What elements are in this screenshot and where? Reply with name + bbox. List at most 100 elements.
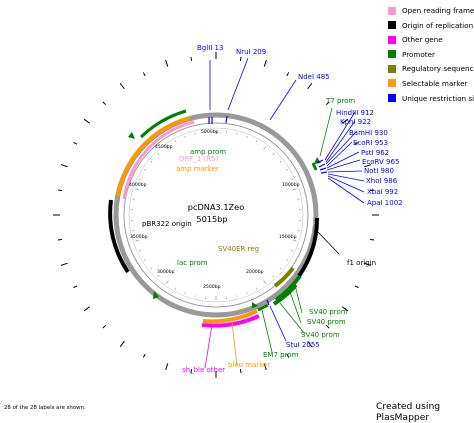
inner-tick bbox=[291, 179, 293, 180]
feature-label-sv40-prom-1: SV40 prom bbox=[309, 308, 348, 316]
inner-tick bbox=[280, 161, 282, 162]
inner-tick bbox=[151, 161, 153, 162]
legend-item: Selectable marker bbox=[388, 77, 472, 90]
feature-label-bleo-marker: bleo marker bbox=[228, 361, 270, 369]
inner-tick bbox=[166, 281, 168, 284]
inner-tick bbox=[264, 146, 266, 149]
site-label-ndei: NdeI 485 bbox=[298, 73, 330, 81]
feature-label-sv40er-reg: SV40ER reg bbox=[218, 245, 259, 253]
inner-tick bbox=[293, 189, 297, 190]
feature-label-sh-ble-other: sh_ble other bbox=[182, 366, 225, 374]
legend-item: Regulatory sequence bbox=[388, 62, 472, 75]
legend-item: Open reading frame bbox=[388, 4, 472, 17]
feature-label-f1-origin: f1 origin bbox=[347, 259, 376, 267]
legend-label: Selectable marker bbox=[402, 79, 468, 88]
inner-tick bbox=[144, 259, 146, 260]
outer-tick bbox=[84, 119, 90, 123]
legend-label: Other gene bbox=[402, 35, 443, 44]
amp-prom-arrow bbox=[128, 132, 135, 139]
legend: Open reading frame Origin of replication… bbox=[388, 4, 472, 106]
site-label-xhoi: XhoI 986 bbox=[366, 177, 398, 185]
site-label-xbai: XbaI 992 bbox=[367, 188, 398, 196]
outer-tick bbox=[264, 60, 266, 67]
inner-tick bbox=[158, 276, 159, 277]
outer-tick bbox=[143, 72, 145, 76]
inner-tick bbox=[286, 259, 288, 260]
outer-tick bbox=[166, 363, 168, 370]
inner-tick bbox=[139, 250, 141, 251]
feature-label-em7-prom: EM7 prom bbox=[263, 351, 299, 359]
sv40-prom-arc-1 bbox=[276, 276, 300, 300]
site-label-nrui: NruI 209 bbox=[236, 48, 266, 56]
pos-label-4500: 4500bp bbox=[155, 144, 173, 150]
inner-tick bbox=[185, 136, 186, 138]
inner-tick bbox=[144, 169, 146, 170]
outer-tick bbox=[370, 239, 374, 240]
inner-tick bbox=[135, 240, 139, 241]
site-label-kpni: KpnI 922 bbox=[340, 118, 371, 126]
outer-tick bbox=[240, 369, 241, 373]
inner-tick bbox=[291, 250, 293, 251]
outer-tick bbox=[58, 190, 62, 191]
legend-swatch-origin bbox=[388, 21, 396, 29]
pos-label-5000: 5000bp bbox=[201, 129, 219, 135]
site-label-bglii: BglII 13 bbox=[197, 44, 223, 52]
legend-item: Promoter bbox=[388, 48, 472, 61]
outer-tick bbox=[58, 239, 62, 240]
outer-tick bbox=[61, 263, 68, 265]
site-label-bamhi: BamHI 930 bbox=[349, 129, 388, 137]
outer-tick bbox=[191, 57, 192, 61]
inner-tick bbox=[286, 169, 288, 170]
site-label-ecori: EcoRI 953 bbox=[353, 139, 388, 147]
inner-tick bbox=[273, 276, 274, 277]
outer-tick bbox=[120, 83, 124, 89]
legend-item: Other gene bbox=[388, 33, 472, 46]
legend-label: Origin of replication bbox=[402, 21, 473, 30]
outer-tick bbox=[73, 142, 77, 144]
t7-prom-arc bbox=[313, 163, 316, 170]
outer-tick bbox=[84, 307, 90, 311]
labels-shown-note: 28 of the 28 labels are shown. bbox=[4, 405, 86, 411]
outer-tick bbox=[240, 57, 241, 61]
pos-label-2000: 2000bp bbox=[246, 269, 264, 275]
inner-tick bbox=[135, 189, 139, 190]
feature-label-pbr322-origin: pBR322 origin bbox=[142, 220, 192, 228]
inner-tick bbox=[247, 136, 248, 138]
inner-tick bbox=[256, 288, 257, 290]
feature-label-sv40-prom-3: SV40 prom bbox=[301, 331, 340, 339]
legend-label: Unique restriction site bbox=[402, 94, 474, 103]
inner-tick bbox=[175, 288, 176, 290]
credit-text: Created using PlasMapper bbox=[376, 401, 474, 423]
inner-tick bbox=[247, 292, 248, 294]
inner-tick bbox=[280, 268, 282, 269]
inner-tick bbox=[185, 292, 186, 294]
pos-label-1000: 1000bp bbox=[282, 182, 300, 188]
legend-item: Origin of replication bbox=[388, 19, 472, 32]
inner-tick bbox=[139, 179, 141, 180]
inner-tick bbox=[158, 153, 159, 154]
legend-label: Open reading frame bbox=[402, 6, 474, 15]
inner-tick bbox=[151, 268, 153, 269]
legend-swatch-restriction bbox=[388, 94, 396, 102]
inner-tick bbox=[175, 141, 176, 143]
legend-label: Regulatory sequence bbox=[402, 64, 474, 73]
site-label-noti: NotI 980 bbox=[364, 167, 394, 175]
pos-label-1500: 1500bp bbox=[279, 234, 297, 240]
feature-label-t7-prom: T7 prom bbox=[325, 97, 355, 105]
outer-tick bbox=[166, 60, 168, 67]
pos-label-4000: 4000bp bbox=[129, 182, 147, 188]
inner-tick bbox=[256, 141, 257, 143]
plasmid-name: pcDNA3.1Zeo bbox=[188, 202, 244, 212]
legend-swatch-selectable bbox=[388, 79, 396, 87]
feature-label-amp-marker: amp marker bbox=[176, 165, 219, 173]
legend-swatch-regulatory bbox=[388, 65, 396, 73]
site-label-psti: PstI 962 bbox=[361, 149, 389, 157]
outer-tick bbox=[103, 102, 106, 105]
outer-tick bbox=[73, 286, 77, 288]
inner-tick bbox=[264, 281, 266, 284]
legend-item: Unique restriction site bbox=[388, 92, 472, 105]
site-label-ecorv: EcoRV 965 bbox=[362, 158, 399, 166]
pos-label-3000: 3000bp bbox=[157, 269, 175, 275]
outer-tick bbox=[103, 325, 106, 328]
legend-swatch-other-gene bbox=[388, 36, 396, 44]
